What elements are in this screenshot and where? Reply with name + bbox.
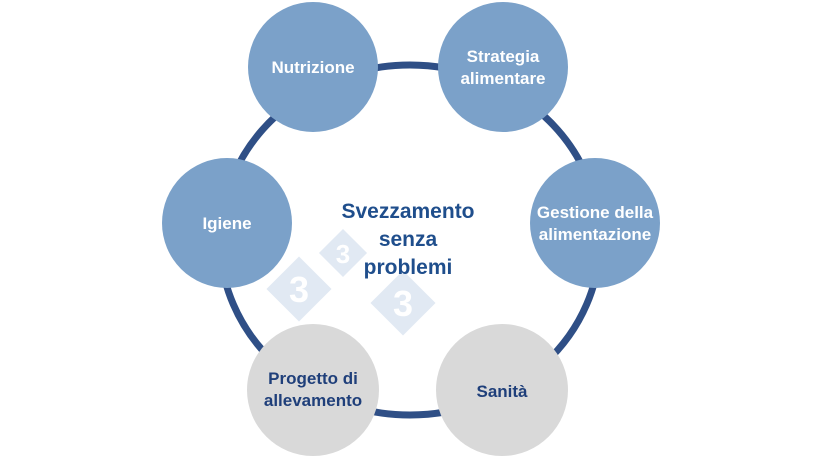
watermark-digit: 3 [336, 239, 350, 269]
node-nutrizione-label: Nutrizione [271, 58, 354, 77]
node-progetto-label-line1: Progetto di [268, 369, 358, 388]
watermark-digit: 3 [289, 269, 309, 310]
center-title-line1: Svezzamento [341, 200, 474, 223]
node-gestione-label-line1: Gestione della [537, 203, 654, 222]
center-title-line2: senza [379, 228, 438, 251]
node-gestione-label-line2: alimentazione [539, 225, 651, 244]
node-nutrizione: Nutrizione [248, 2, 378, 132]
node-strategia-label-line2: alimentare [460, 69, 545, 88]
center-title-line3: problemi [364, 256, 453, 279]
node-progetto-label-line2: allevamento [264, 391, 362, 410]
center-title: Svezzamento senza problemi [341, 200, 474, 279]
watermark-logo: 3 3 3 [266, 228, 436, 336]
node-progetto-allevamento: Progetto di allevamento [247, 324, 379, 456]
node-sanita: Sanità [436, 324, 568, 456]
node-strategia-alimentare: Strategia alimentare [438, 2, 568, 132]
node-igiene-label: Igiene [202, 214, 251, 233]
node-sanita-label: Sanità [476, 382, 528, 401]
watermark-digit: 3 [393, 283, 413, 324]
node-gestione-alimentazione: Gestione della alimentazione [530, 158, 660, 288]
node-igiene: Igiene [162, 158, 292, 288]
node-strategia-label-line1: Strategia [467, 47, 540, 66]
